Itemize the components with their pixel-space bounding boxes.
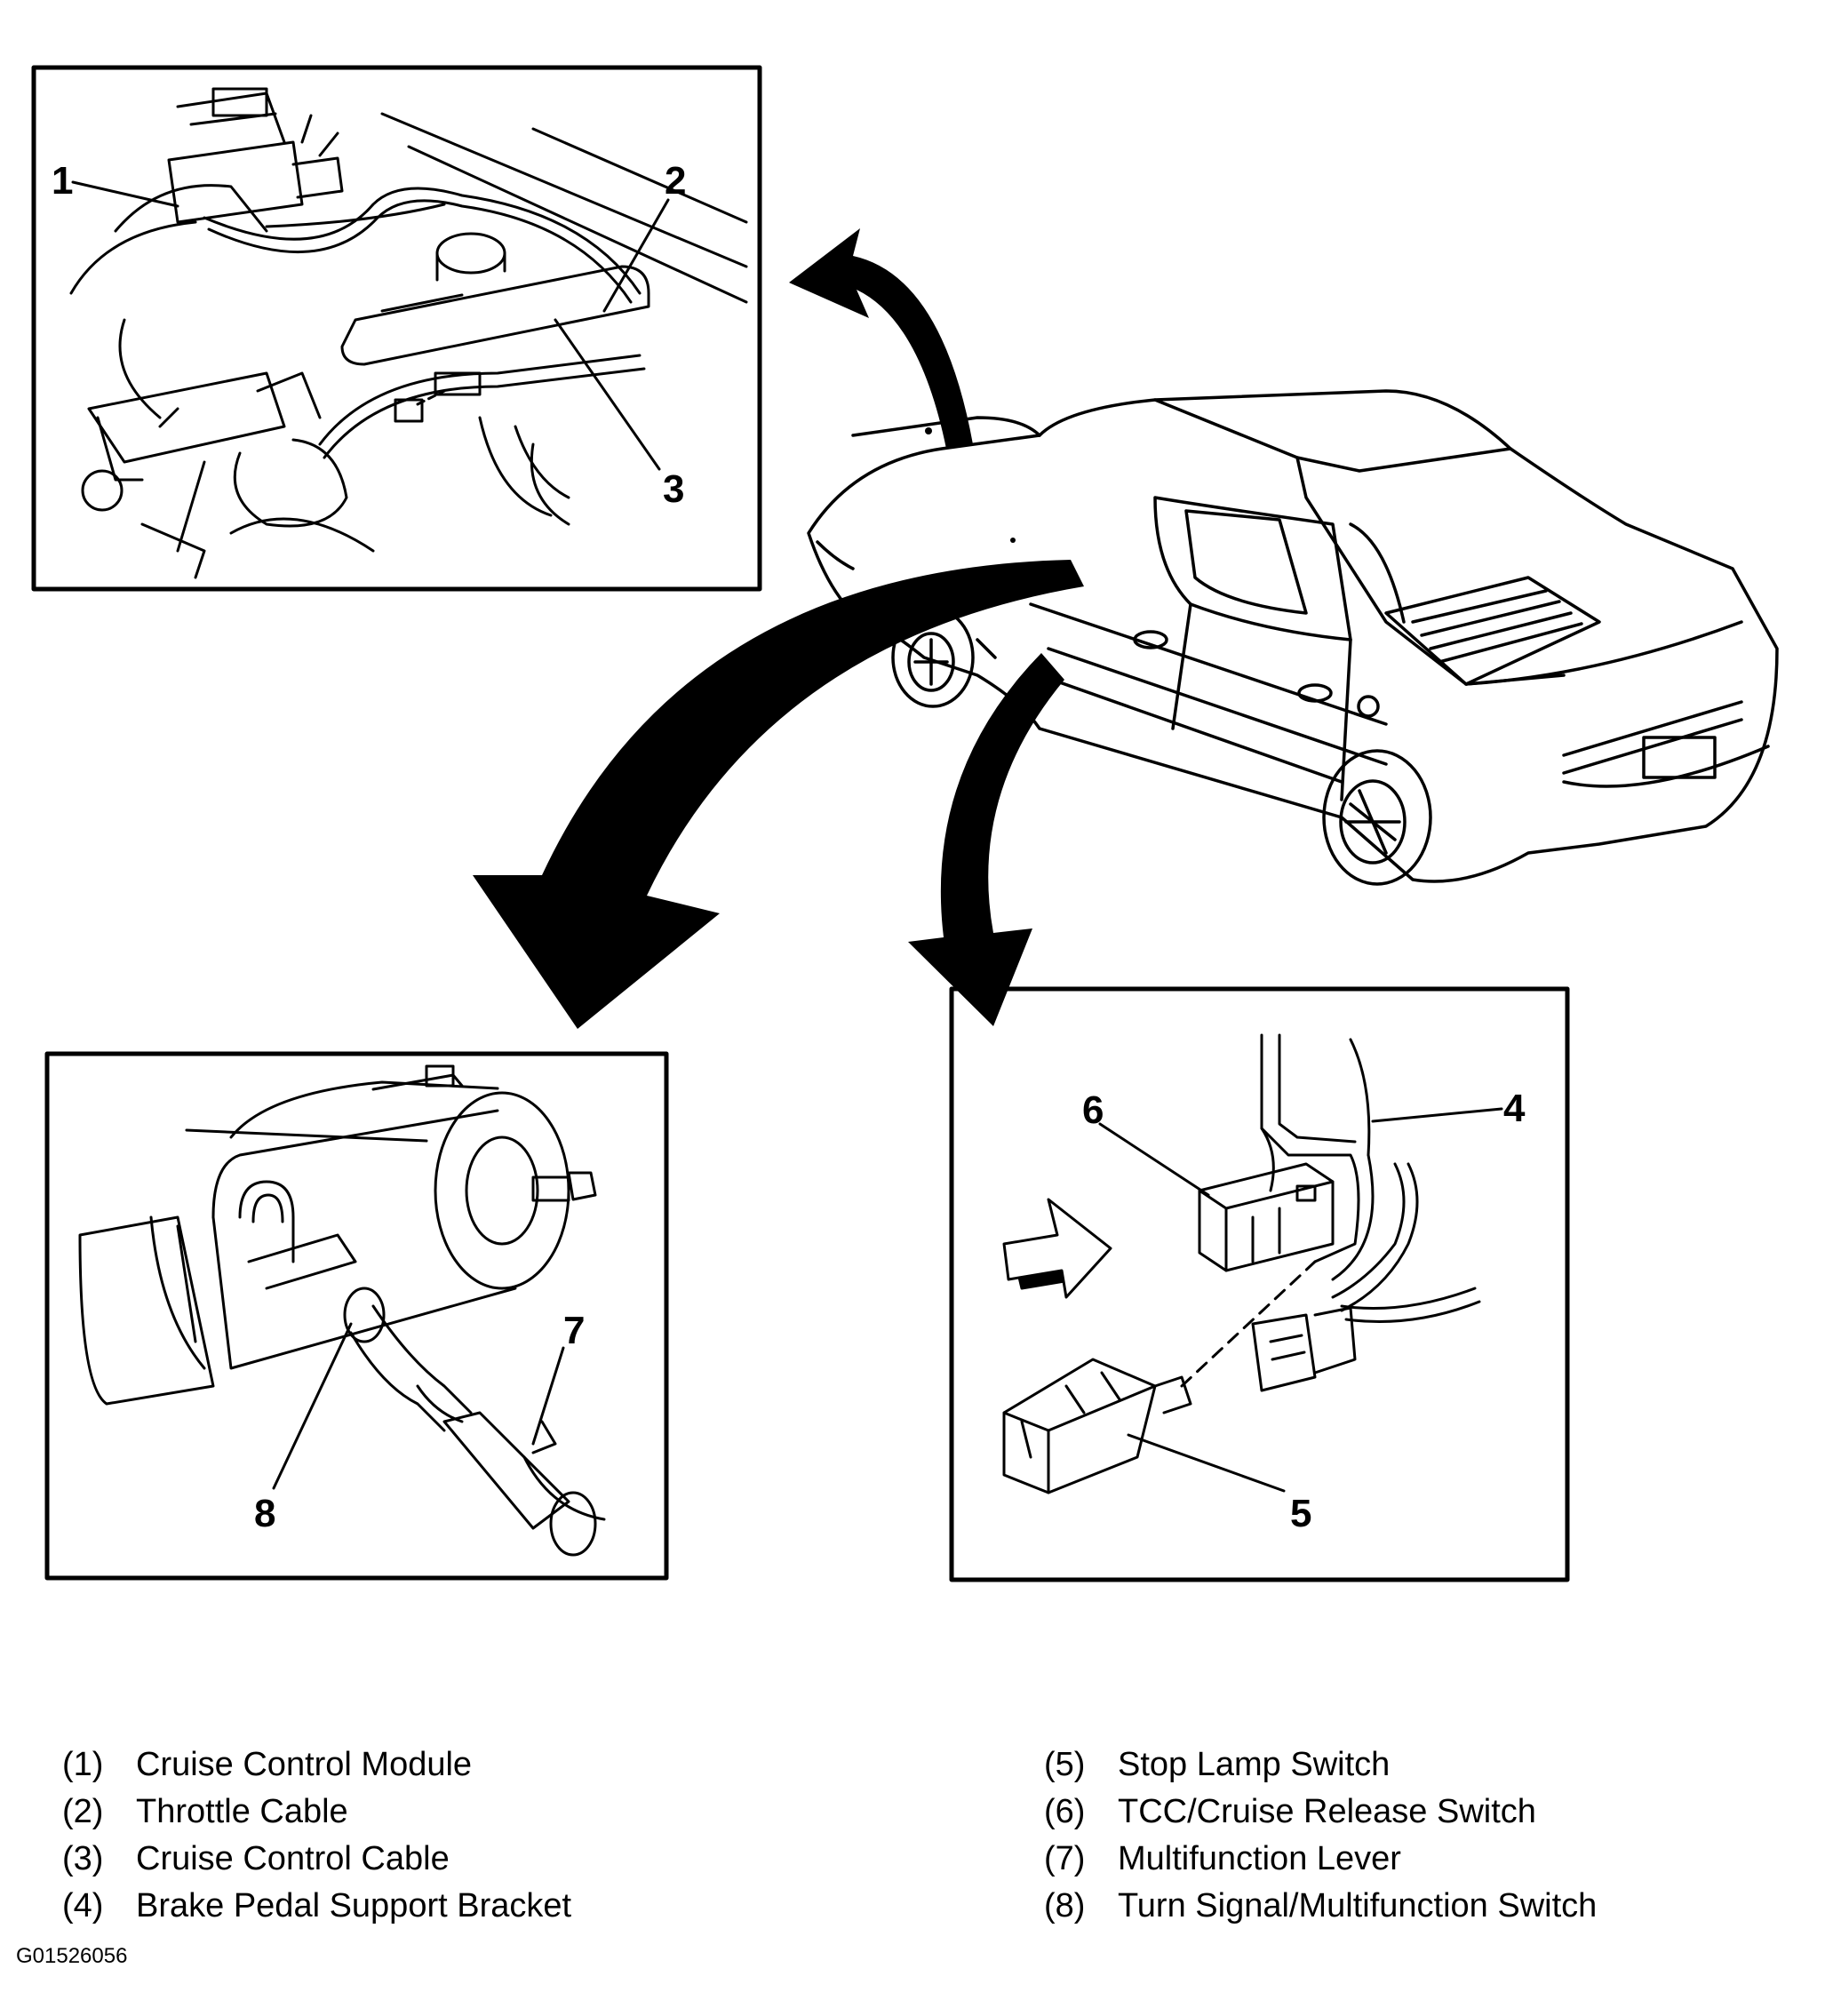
legend-number: (7): [1044, 1840, 1086, 1877]
legend-number: (1): [62, 1746, 104, 1783]
vehicle-outline: [807, 389, 1779, 886]
callout-6: 6: [1082, 1088, 1104, 1132]
legend-label: Turn Signal/Multifunction Switch: [1118, 1887, 1598, 1924]
legend-label: Multifunction Lever: [1118, 1840, 1401, 1877]
pointer-arrows: [473, 228, 1084, 1029]
callout-5: 5: [1290, 1492, 1311, 1535]
multifunction-switch-inset: [44, 1051, 669, 1581]
figure-id: G01526056: [16, 1944, 128, 1968]
legend-item: (2) Throttle Cable: [62, 1789, 571, 1836]
callout-4: 4: [1503, 1087, 1526, 1130]
legend-number: (4): [62, 1887, 104, 1924]
legend-item: (1) Cruise Control Module: [62, 1741, 571, 1789]
callout-2: 2: [665, 159, 686, 203]
legend-right: (5) Stop Lamp Switch (6) TCC/Cruise Releas…: [1044, 1741, 1597, 1930]
legend-number: (5): [1044, 1746, 1086, 1783]
legend-item: (5) Stop Lamp Switch: [1044, 1741, 1597, 1789]
legend-label: Throttle Cable: [136, 1793, 348, 1830]
legend-label: Cruise Control Module: [136, 1746, 473, 1783]
legend-item: (3) Cruise Control Cable: [62, 1836, 571, 1883]
legend-label: Brake Pedal Support Bracket: [136, 1887, 572, 1924]
legend-number: (2): [62, 1793, 104, 1830]
stop-lamp-switch-inset: [949, 986, 1570, 1582]
legend-item: (4) Brake Pedal Support Bracket: [62, 1883, 571, 1930]
legend-number: (6): [1044, 1793, 1086, 1830]
callout-3: 3: [663, 467, 684, 511]
legend-number: (3): [62, 1840, 104, 1877]
legend-item: (6) TCC/Cruise Release Switch: [1044, 1789, 1597, 1836]
legend-item: (8) Turn Signal/Multifunction Switch: [1044, 1883, 1597, 1930]
callout-1: 1: [52, 159, 73, 203]
legend-number: (8): [1044, 1887, 1086, 1924]
legend-left: (1) Cruise Control Module (2) Throttle Cab…: [62, 1741, 571, 1930]
legend-label: Stop Lamp Switch: [1118, 1746, 1391, 1783]
callout-8: 8: [254, 1492, 275, 1535]
callout-7: 7: [563, 1309, 585, 1352]
legend-item: (7) Multifunction Lever: [1044, 1836, 1597, 1883]
engine-compartment-inset: [31, 65, 762, 592]
legend-label: Cruise Control Cable: [136, 1840, 450, 1877]
legend-label: TCC/Cruise Release Switch: [1118, 1793, 1536, 1830]
